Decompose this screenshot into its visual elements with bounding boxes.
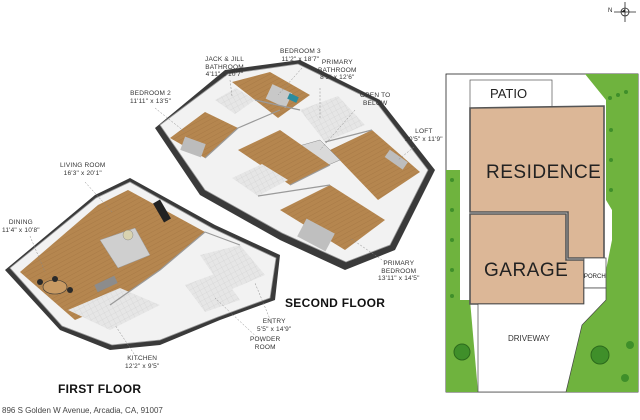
- room-name: PRIMARY: [321, 59, 353, 66]
- label-dining: DINING 11'4" x 10'8": [2, 219, 40, 234]
- room-name: JACK & JILL: [205, 56, 245, 63]
- room-name: BEDROOM 2: [130, 90, 171, 97]
- leader-lines: [29, 67, 415, 361]
- room-name: KITCHEN: [127, 355, 158, 362]
- room-name: BELOW: [362, 99, 388, 107]
- room-dimensions: 11'4" x 10'8": [2, 226, 40, 234]
- powder-room-floor: [185, 272, 240, 312]
- room-dimensions: 11'11" x 13'5": [130, 97, 172, 105]
- room-name: BEDROOM 3: [280, 48, 321, 55]
- primary-bed: [297, 218, 335, 252]
- compass-rose: N: [608, 2, 636, 22]
- label-powder-room: POWDER ROOM: [250, 336, 280, 351]
- room-name: ENTRY: [262, 318, 286, 325]
- compass-icon: [614, 2, 636, 22]
- compass-north-label: N: [608, 8, 613, 14]
- porch-area: [583, 257, 607, 289]
- tree-icon: [453, 343, 471, 361]
- label-loft: LOFT 20'5" x 11'9": [405, 128, 443, 143]
- room-dimensions: 16'3" x 20'1": [63, 169, 102, 177]
- room-dimensions: 11'2" x 18'7": [281, 55, 320, 63]
- room-dimensions: 12'2" x 9'5": [125, 362, 160, 370]
- kitchen-island: [94, 275, 118, 293]
- lawn-left: [446, 170, 460, 320]
- lawn-right: [560, 74, 638, 392]
- room-dimensions: 13'11" x 14'5": [378, 275, 420, 282]
- room-dimensions: 4'11" x 10'7": [205, 71, 244, 78]
- second-floor-title: SECOND FLOOR: [285, 296, 386, 310]
- dining-table: [42, 279, 68, 295]
- loft-sofa: [384, 149, 408, 170]
- driveway-area: [477, 287, 607, 393]
- room-dimensions: 5'5" x 14'9": [257, 325, 292, 333]
- bedroom-3-bed: [265, 84, 293, 108]
- label-entry: ENTRY 5'5" x 14'9": [257, 318, 291, 333]
- loft-floor: [330, 130, 420, 200]
- room-name: LIVING ROOM: [60, 162, 106, 169]
- property-address: 896 S Golden W Avenue, Arcadia, CA, 9100…: [2, 406, 163, 415]
- patio-label: PATIO: [490, 86, 528, 101]
- jack-jill-bath-floor: [215, 88, 255, 114]
- label-bedroom-2: BEDROOM 2 11'11" x 13'5": [130, 90, 171, 105]
- label-living-room: LIVING ROOM 16'3" x 20'1": [60, 162, 106, 177]
- room-name: DINING: [8, 219, 33, 226]
- first-floor-model: [5, 178, 280, 350]
- entry-floor: [200, 245, 265, 292]
- site-plan: [445, 73, 639, 393]
- room-name: ROOM: [254, 343, 276, 351]
- bedroom-2-bed: [180, 136, 206, 158]
- room-name: POWDER: [250, 336, 281, 343]
- room-name: OPEN TO: [360, 92, 391, 99]
- tree-icon: [590, 345, 610, 365]
- room-dimensions: 20'5" x 11'9": [405, 135, 443, 143]
- label-jack-jill-bathroom: JACK & JILL BATHROOM 4'11" x 10'7": [205, 56, 244, 79]
- label-bedroom-3: BEDROOM 3 11'2" x 18'7": [280, 48, 321, 63]
- porch-label: PORCH: [584, 274, 606, 280]
- primary-bedroom-floor: [280, 185, 385, 250]
- residence-label: RESIDENCE: [486, 162, 602, 183]
- room-name: PRIMARY: [383, 260, 415, 267]
- label-primary-bedroom: PRIMARY BEDROOM 13'11" x 14'5": [378, 260, 420, 283]
- label-kitchen: KITCHEN 12'2" x 9'5": [125, 355, 159, 370]
- driveway-label: DRIVEWAY: [508, 334, 550, 343]
- primary-bath-floor: [300, 96, 365, 142]
- residence-block: [469, 105, 605, 259]
- label-primary-bathroom: PRIMARY BATHROOM 8'9" x 12'6": [318, 59, 357, 82]
- second-floor-model: [155, 60, 435, 270]
- room-name: BATHROOM: [205, 63, 244, 71]
- room-name: BATHROOM: [318, 66, 357, 74]
- kitchen-floor: [68, 288, 160, 330]
- room-dimensions: 8'9" x 12'6": [320, 74, 355, 81]
- room-name: LOFT: [415, 128, 433, 135]
- room-name: BEDROOM: [381, 267, 417, 275]
- label-open-to-below: OPEN TO BELOW: [360, 92, 390, 107]
- living-room-sofa: [99, 227, 151, 269]
- first-floor-title: FIRST FLOOR: [58, 382, 142, 396]
- garage-label: GARAGE: [484, 260, 569, 281]
